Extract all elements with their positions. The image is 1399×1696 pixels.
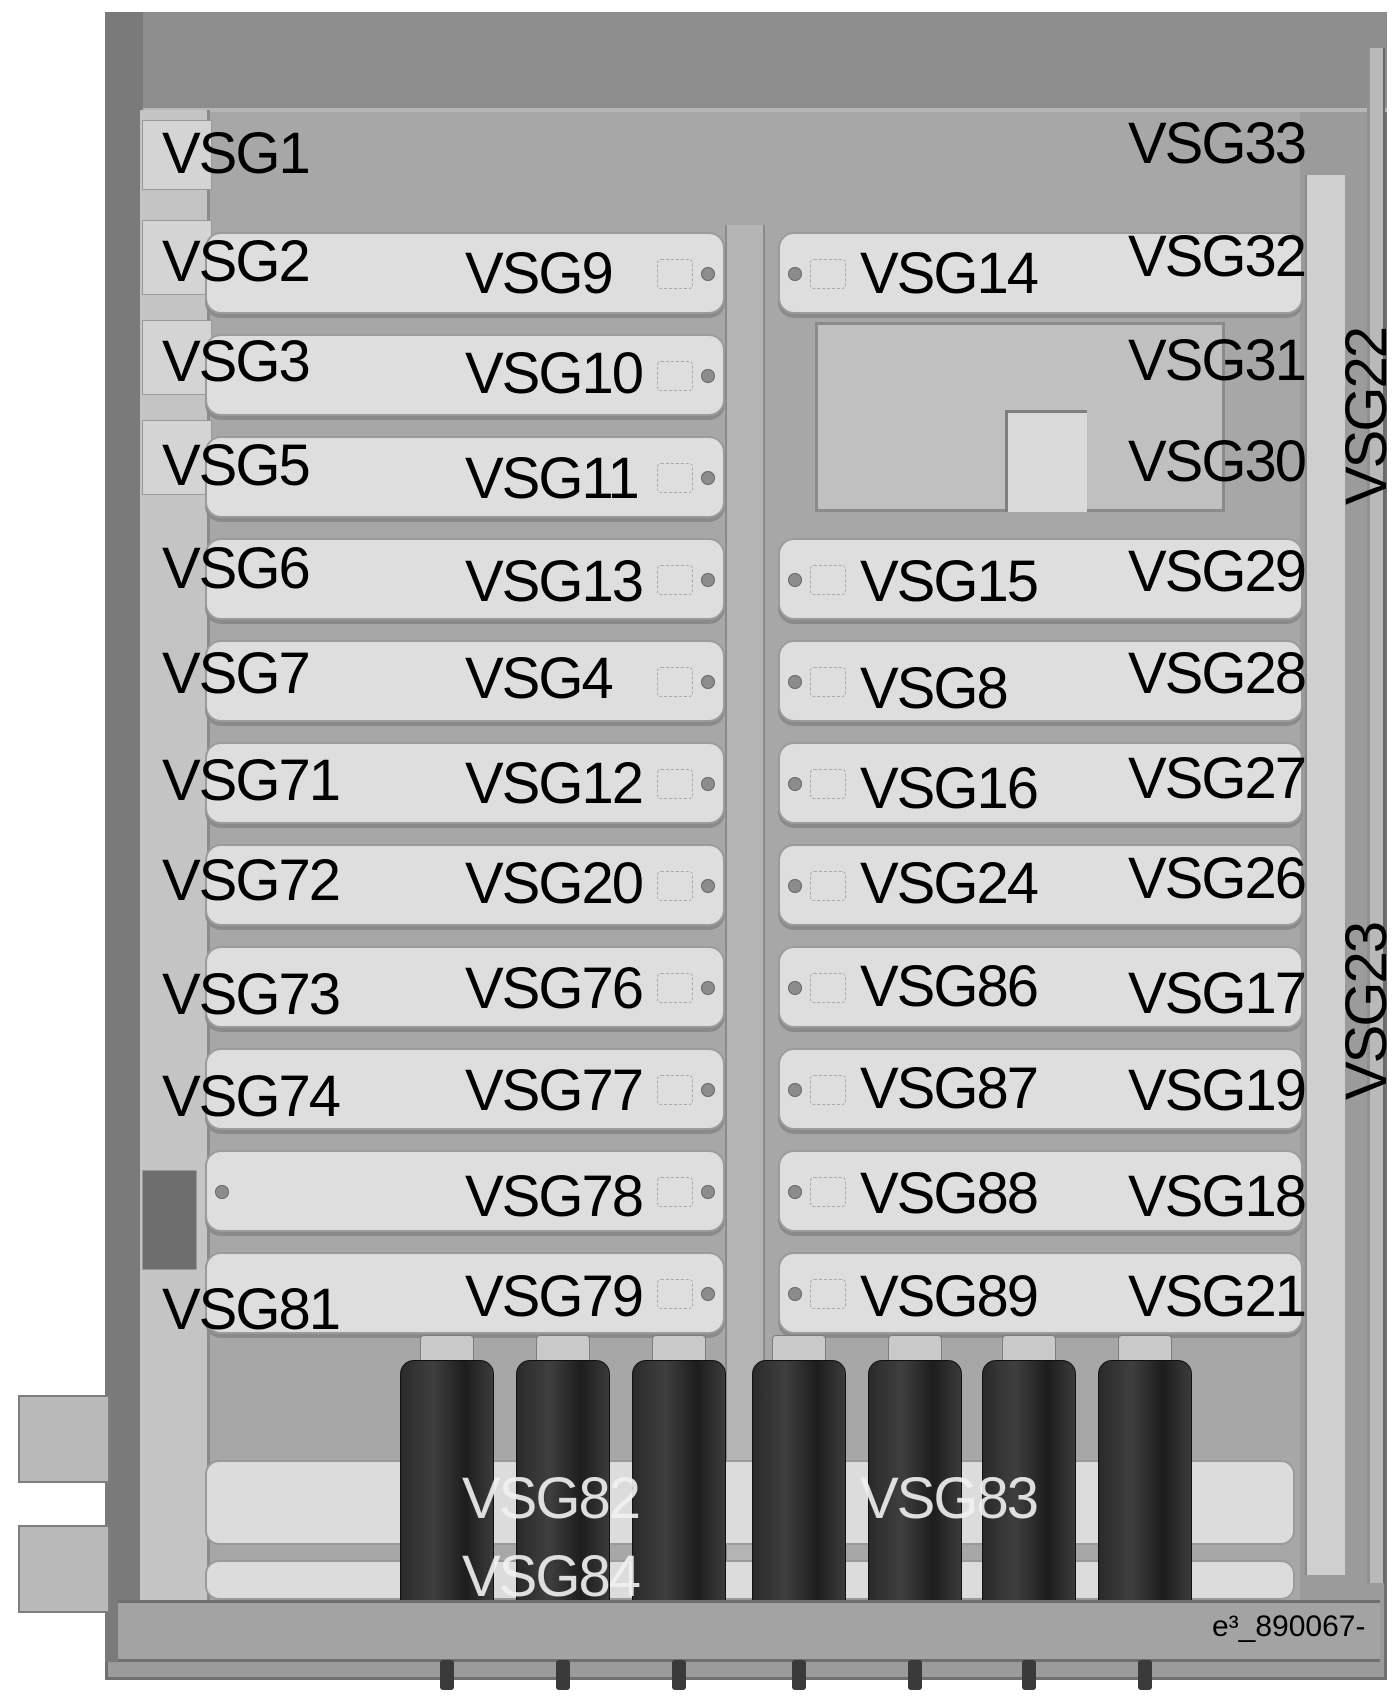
label-vsg22: VSG22 — [1334, 328, 1399, 505]
module-plate — [205, 844, 725, 926]
label-vsg86: VSG86 — [860, 954, 1039, 1019]
enclosure-box-cutout — [1005, 410, 1087, 512]
label-vsg82: VSG82 — [462, 1466, 641, 1531]
label-vsg71: VSG71 — [162, 748, 341, 813]
module-plate — [778, 1048, 1303, 1130]
label-vsg28: VSG28 — [1128, 641, 1307, 706]
rail-tab — [142, 420, 212, 495]
capacitor — [516, 1360, 610, 1602]
module-plate — [778, 946, 1303, 1028]
module-plate — [778, 844, 1303, 926]
module-plate — [778, 538, 1303, 620]
cabinet-top-panel — [105, 12, 1387, 112]
mounting-foot — [908, 1660, 922, 1690]
label-vsg12: VSG12 — [465, 751, 644, 816]
module-plate — [205, 946, 725, 1028]
label-vsg3: VSG3 — [162, 329, 311, 394]
mounting-foot — [556, 1660, 570, 1690]
module-plate — [778, 742, 1303, 824]
mounting-foot — [1022, 1660, 1036, 1690]
mounting-foot — [1138, 1660, 1152, 1690]
external-connector-block — [18, 1525, 110, 1613]
label-vsg20: VSG20 — [465, 851, 644, 916]
module-plate — [778, 1150, 1303, 1232]
rail-slot — [142, 1170, 197, 1270]
capacitor — [752, 1360, 846, 1602]
module-plate — [205, 742, 725, 824]
label-vsg4: VSG4 — [465, 646, 614, 711]
cabinet-right-frame — [1367, 48, 1385, 1583]
drawing-code-label: e³_890067- — [1212, 1610, 1366, 1643]
module-plate — [205, 1048, 725, 1130]
label-vsg5: VSG5 — [162, 433, 311, 498]
mounting-foot — [440, 1660, 454, 1690]
label-vsg76: VSG76 — [465, 956, 644, 1021]
label-vsg7: VSG7 — [162, 641, 311, 706]
label-vsg31: VSG31 — [1128, 328, 1307, 393]
capacitor — [868, 1360, 962, 1602]
label-vsg10: VSG10 — [465, 341, 644, 406]
rail-tab — [142, 220, 212, 295]
label-vsg87: VSG87 — [860, 1056, 1039, 1121]
module-plate — [205, 640, 725, 722]
label-vsg78: VSG78 — [465, 1164, 644, 1229]
label-vsg74: VSG74 — [162, 1064, 341, 1129]
label-vsg33: VSG33 — [1128, 111, 1307, 176]
module-plate — [205, 1150, 725, 1232]
capacitor — [1098, 1360, 1192, 1602]
rail-tab — [142, 120, 212, 190]
cabinet-left-edge — [105, 12, 143, 1662]
label-vsg15: VSG15 — [860, 549, 1039, 614]
label-vsg6: VSG6 — [162, 536, 311, 601]
label-vsg17: VSG17 — [1128, 961, 1307, 1026]
module-plate — [205, 538, 725, 620]
label-vsg83: VSG83 — [860, 1466, 1039, 1531]
label-vsg14: VSG14 — [860, 241, 1039, 306]
label-vsg79: VSG79 — [465, 1264, 644, 1329]
label-vsg73: VSG73 — [162, 962, 341, 1027]
capacitor — [982, 1360, 1076, 1602]
label-vsg2: VSG2 — [162, 229, 311, 294]
label-vsg81: VSG81 — [162, 1277, 341, 1342]
label-vsg26: VSG26 — [1128, 846, 1307, 911]
mounting-foot — [792, 1660, 806, 1690]
label-vsg27: VSG27 — [1128, 746, 1307, 811]
module-plate — [778, 232, 1303, 314]
capacitor — [400, 1360, 494, 1602]
bottom-rail — [118, 1600, 1380, 1662]
module-plate — [205, 334, 725, 416]
capacitor — [632, 1360, 726, 1602]
label-vsg11: VSG11 — [465, 446, 640, 511]
label-vsg16: VSG16 — [860, 756, 1039, 821]
external-connector-block — [18, 1395, 110, 1483]
label-vsg23: VSG23 — [1334, 923, 1399, 1100]
module-plate — [205, 436, 725, 518]
label-vsg29: VSG29 — [1128, 539, 1307, 604]
label-vsg72: VSG72 — [162, 848, 341, 913]
label-vsg89: VSG89 — [860, 1264, 1039, 1329]
module-plate — [205, 232, 725, 314]
label-vsg88: VSG88 — [860, 1161, 1039, 1226]
label-vsg9: VSG9 — [465, 241, 614, 306]
label-vsg13: VSG13 — [465, 549, 644, 614]
label-vsg84: VSG84 — [462, 1544, 641, 1609]
module-plate — [205, 1252, 725, 1334]
label-vsg21: VSG21 — [1128, 1264, 1307, 1329]
label-vsg24: VSG24 — [860, 851, 1039, 916]
label-vsg18: VSG18 — [1128, 1164, 1307, 1229]
rail-tab — [142, 320, 212, 395]
mounting-foot — [672, 1660, 686, 1690]
label-vsg1: VSG1 — [162, 121, 311, 186]
label-vsg77: VSG77 — [465, 1058, 644, 1123]
label-vsg32: VSG32 — [1128, 224, 1307, 289]
label-vsg8: VSG8 — [860, 656, 1009, 721]
module-plate — [778, 1252, 1303, 1334]
label-vsg19: VSG19 — [1128, 1058, 1307, 1123]
module-plate — [778, 640, 1303, 722]
right-mounting-rail — [1305, 175, 1345, 1575]
label-vsg30: VSG30 — [1128, 429, 1307, 494]
